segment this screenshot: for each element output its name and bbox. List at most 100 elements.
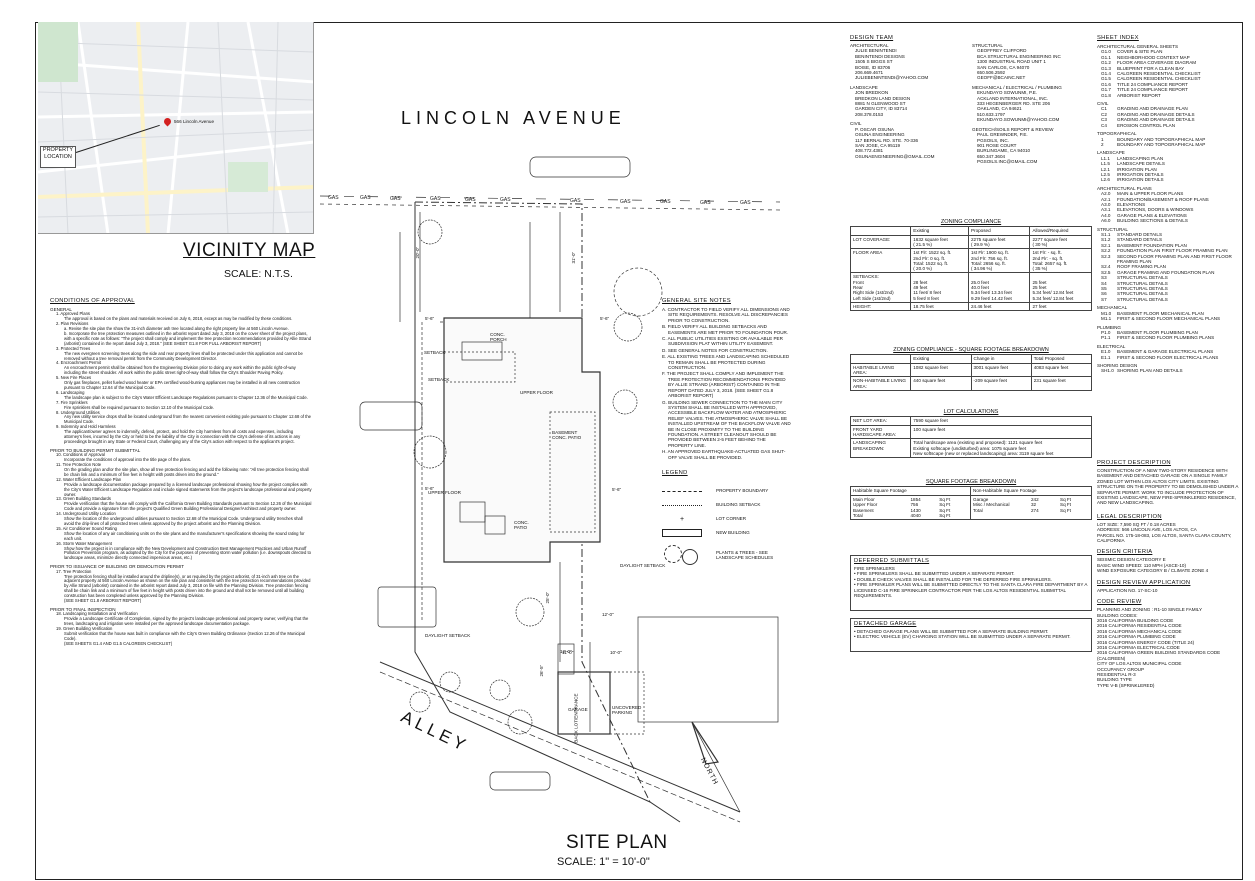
table-cell: 25.0 feet 40.0 feet 5.34 feet/ 13.34 fee… bbox=[967, 272, 1031, 303]
legend-new-building: NEW BUILDING bbox=[716, 530, 750, 536]
map-marker-label: 566 Lincoln Avenue bbox=[174, 119, 215, 124]
table-cell: 3001 square feet bbox=[970, 362, 1032, 378]
code-line: TYPE V-B (SPRINKLERED) bbox=[1097, 682, 1155, 688]
criteria-line: BASIC WIND SPEED: 110 MPH (ASCE-10) bbox=[1097, 562, 1187, 568]
sheet-number: L2.6 bbox=[1101, 177, 1110, 183]
legal-line: PARCEL NO. 175-18-083, LOS ALTOS, SANTA … bbox=[1097, 532, 1232, 544]
conditions-item: a. Revise the site plan the show the 31-… bbox=[64, 326, 289, 332]
conditions-item: 13. Green Building Standards bbox=[56, 496, 111, 502]
sheet-number: M1.1 bbox=[1101, 316, 1112, 322]
sheet-number: G1.8 bbox=[1101, 92, 1111, 98]
site-note-item: E. ALL EXISTING TREES AND LANDSCAPING SC… bbox=[662, 354, 790, 371]
sheet-title: FOUNDATION PLAN FIRST FLOOR FRAMING PLAN bbox=[1117, 248, 1228, 254]
conditions-item: Any new utility service drops shall be l… bbox=[64, 414, 311, 425]
conditions-item: Submit verification that the house was b… bbox=[64, 631, 306, 641]
legend-heading: LEGEND bbox=[662, 470, 688, 476]
sheet-number: G1.7 bbox=[1101, 87, 1111, 93]
sheet-number: G1.6 bbox=[1101, 81, 1111, 87]
sheet-title: BOUNDARY AND TOPOGRAPHICAL MAP bbox=[1117, 136, 1206, 142]
dim-10: 5'-6" bbox=[425, 486, 435, 491]
legal-heading: LEGAL DESCRIPTION bbox=[1097, 513, 1162, 520]
sheet-number: S7 bbox=[1101, 296, 1107, 302]
breakdown-label: Upper Floor bbox=[853, 502, 878, 508]
table-row: NET LOT AREA:7590 square feet bbox=[849, 416, 1092, 426]
deferred-item: • FIRE SPRINKLERS SHALL BE SUBMITTED UND… bbox=[854, 571, 1015, 577]
project-info: PROJECT DESCRIPTION CONSTRUCTION OF A NE… bbox=[1097, 460, 1243, 688]
sheet-number: P1.0 bbox=[1101, 329, 1111, 335]
table-header-cell: Total Proposed bbox=[1030, 354, 1093, 364]
sheet-number: S2.4 bbox=[1101, 264, 1111, 270]
sheet-number: G1.2 bbox=[1101, 60, 1111, 66]
code-line: BUILDING CODES: bbox=[1097, 612, 1138, 618]
conditions-item: (SEE SHEETS G1.4 AND G1.5 CALGREEN CHECK… bbox=[64, 640, 173, 646]
contact-line: BREDKON LAND DESIGN bbox=[855, 95, 911, 101]
breakdown-unit: Sq Ft bbox=[1060, 507, 1071, 513]
contact-line: OAKLAND, CA 94621 bbox=[977, 106, 1022, 112]
project-text: CONSTRUCTION OF A NEW TWO-STORY RESIDENC… bbox=[1097, 468, 1239, 506]
sheet-number: P1.1 bbox=[1101, 335, 1111, 341]
code-line: PLANNING AND ZONING : R1-10 SINGLE FAMIL… bbox=[1097, 607, 1203, 613]
code-line: RESIDENTIAL R-3 bbox=[1097, 671, 1136, 677]
general-site-notes: GENERAL SITE NOTES A. CONTRACTOR TO FIEL… bbox=[662, 298, 792, 461]
lot-calculations: LOT CALCULATIONS NET LOT AREA:7590 squar… bbox=[849, 409, 1092, 459]
detached-garage: DETACHED GARAGE • DETACHED GARAGE PLANS … bbox=[850, 618, 1092, 652]
table-cell: LANDSCAPING BREAKDOWN: bbox=[849, 438, 912, 459]
label-upper-floor: UPPER FLOOR bbox=[428, 490, 461, 495]
breakdown-heading: SQUARE FOOTAGE BREAKDOWN bbox=[925, 479, 1017, 485]
label-setback: SETBACK bbox=[428, 377, 450, 382]
conditions-item: 2. Plan Revisions bbox=[56, 321, 89, 327]
conditions-item: 12. Water Efficient Landscape Plan bbox=[56, 476, 122, 482]
contact-line: 650.506.2592 bbox=[977, 70, 1006, 76]
review-line: APPLICATION NO. 17-SC-10 bbox=[1097, 587, 1158, 593]
sheet-title: ELEVATIONS bbox=[1117, 201, 1146, 207]
sheet-number: L2.1 bbox=[1101, 166, 1110, 172]
conditions-section-title: PRIOR TO BUILDING PERMIT SUBMITTAL bbox=[50, 447, 141, 453]
contact-line: 206.669.4671 bbox=[855, 70, 884, 76]
sqft-breakdown: SQUARE FOOTAGE BREAKDOWN Habitable Squar… bbox=[850, 479, 1092, 521]
label-back-lot: BACK LOT/ENTRANCE bbox=[573, 693, 579, 743]
sheet-row: G1.8 ARBORIST REPORT bbox=[1097, 93, 1247, 98]
detached-item: • DETACHED GARAGE PLANS WILL BE SUBMITTE… bbox=[854, 629, 1049, 634]
table-header-cell bbox=[849, 226, 912, 236]
table-header-cell: Existing bbox=[910, 354, 972, 364]
svg-text:GAS: GAS bbox=[700, 200, 711, 206]
conditions-item: On the grading plan and/or the site plan… bbox=[64, 467, 309, 477]
table-cell: 4083 square feet bbox=[1030, 362, 1093, 378]
sheet-number: SH1.0 bbox=[1101, 368, 1114, 374]
deferred-item: • FIRE SPRINKLER PLANS WILL BE SUBMITTED… bbox=[854, 582, 1088, 599]
sheet-number: A6.0 bbox=[1101, 218, 1111, 224]
conditions-item: An encroachment permit shall be obtained… bbox=[64, 365, 296, 376]
discipline-label: LANDSCAPE bbox=[850, 84, 878, 90]
table-cell: 2277 square feet ( 30 %) bbox=[1029, 234, 1092, 250]
svg-text:GAS: GAS bbox=[390, 196, 401, 202]
sheet-title: FIRST & SECOND FLOOR PLUMBING PLANS bbox=[1117, 335, 1215, 341]
table-row: LANDSCAPING BREAKDOWN:Total hardscape ar… bbox=[849, 438, 1092, 459]
contact-line: SAN JOSE, CA 95119 bbox=[855, 142, 901, 148]
table-cell: NON-HABITABLE LIVING AREA: bbox=[849, 376, 912, 391]
conditions-item: 1. Approved Plans bbox=[56, 311, 90, 317]
svg-text:GAS: GAS bbox=[430, 196, 441, 202]
site-note-item: F. THE PROJECT SHALL COMPLY AND IMPLEMEN… bbox=[662, 371, 786, 399]
conditions-item: 7. Fire Sprinklers bbox=[56, 399, 88, 405]
table-cell: 1632 square feet ( 21.5 %) bbox=[910, 234, 969, 250]
svg-text:GAS: GAS bbox=[465, 197, 476, 203]
conditions-item: 10. Conditions of Approval bbox=[56, 452, 105, 458]
label-daylight-setback: DAYLIGHT SETBACK bbox=[620, 563, 666, 568]
sheet-title: ARBORIST REPORT bbox=[1117, 92, 1161, 98]
contact-line: 901 ROSE COURT bbox=[977, 142, 1017, 148]
